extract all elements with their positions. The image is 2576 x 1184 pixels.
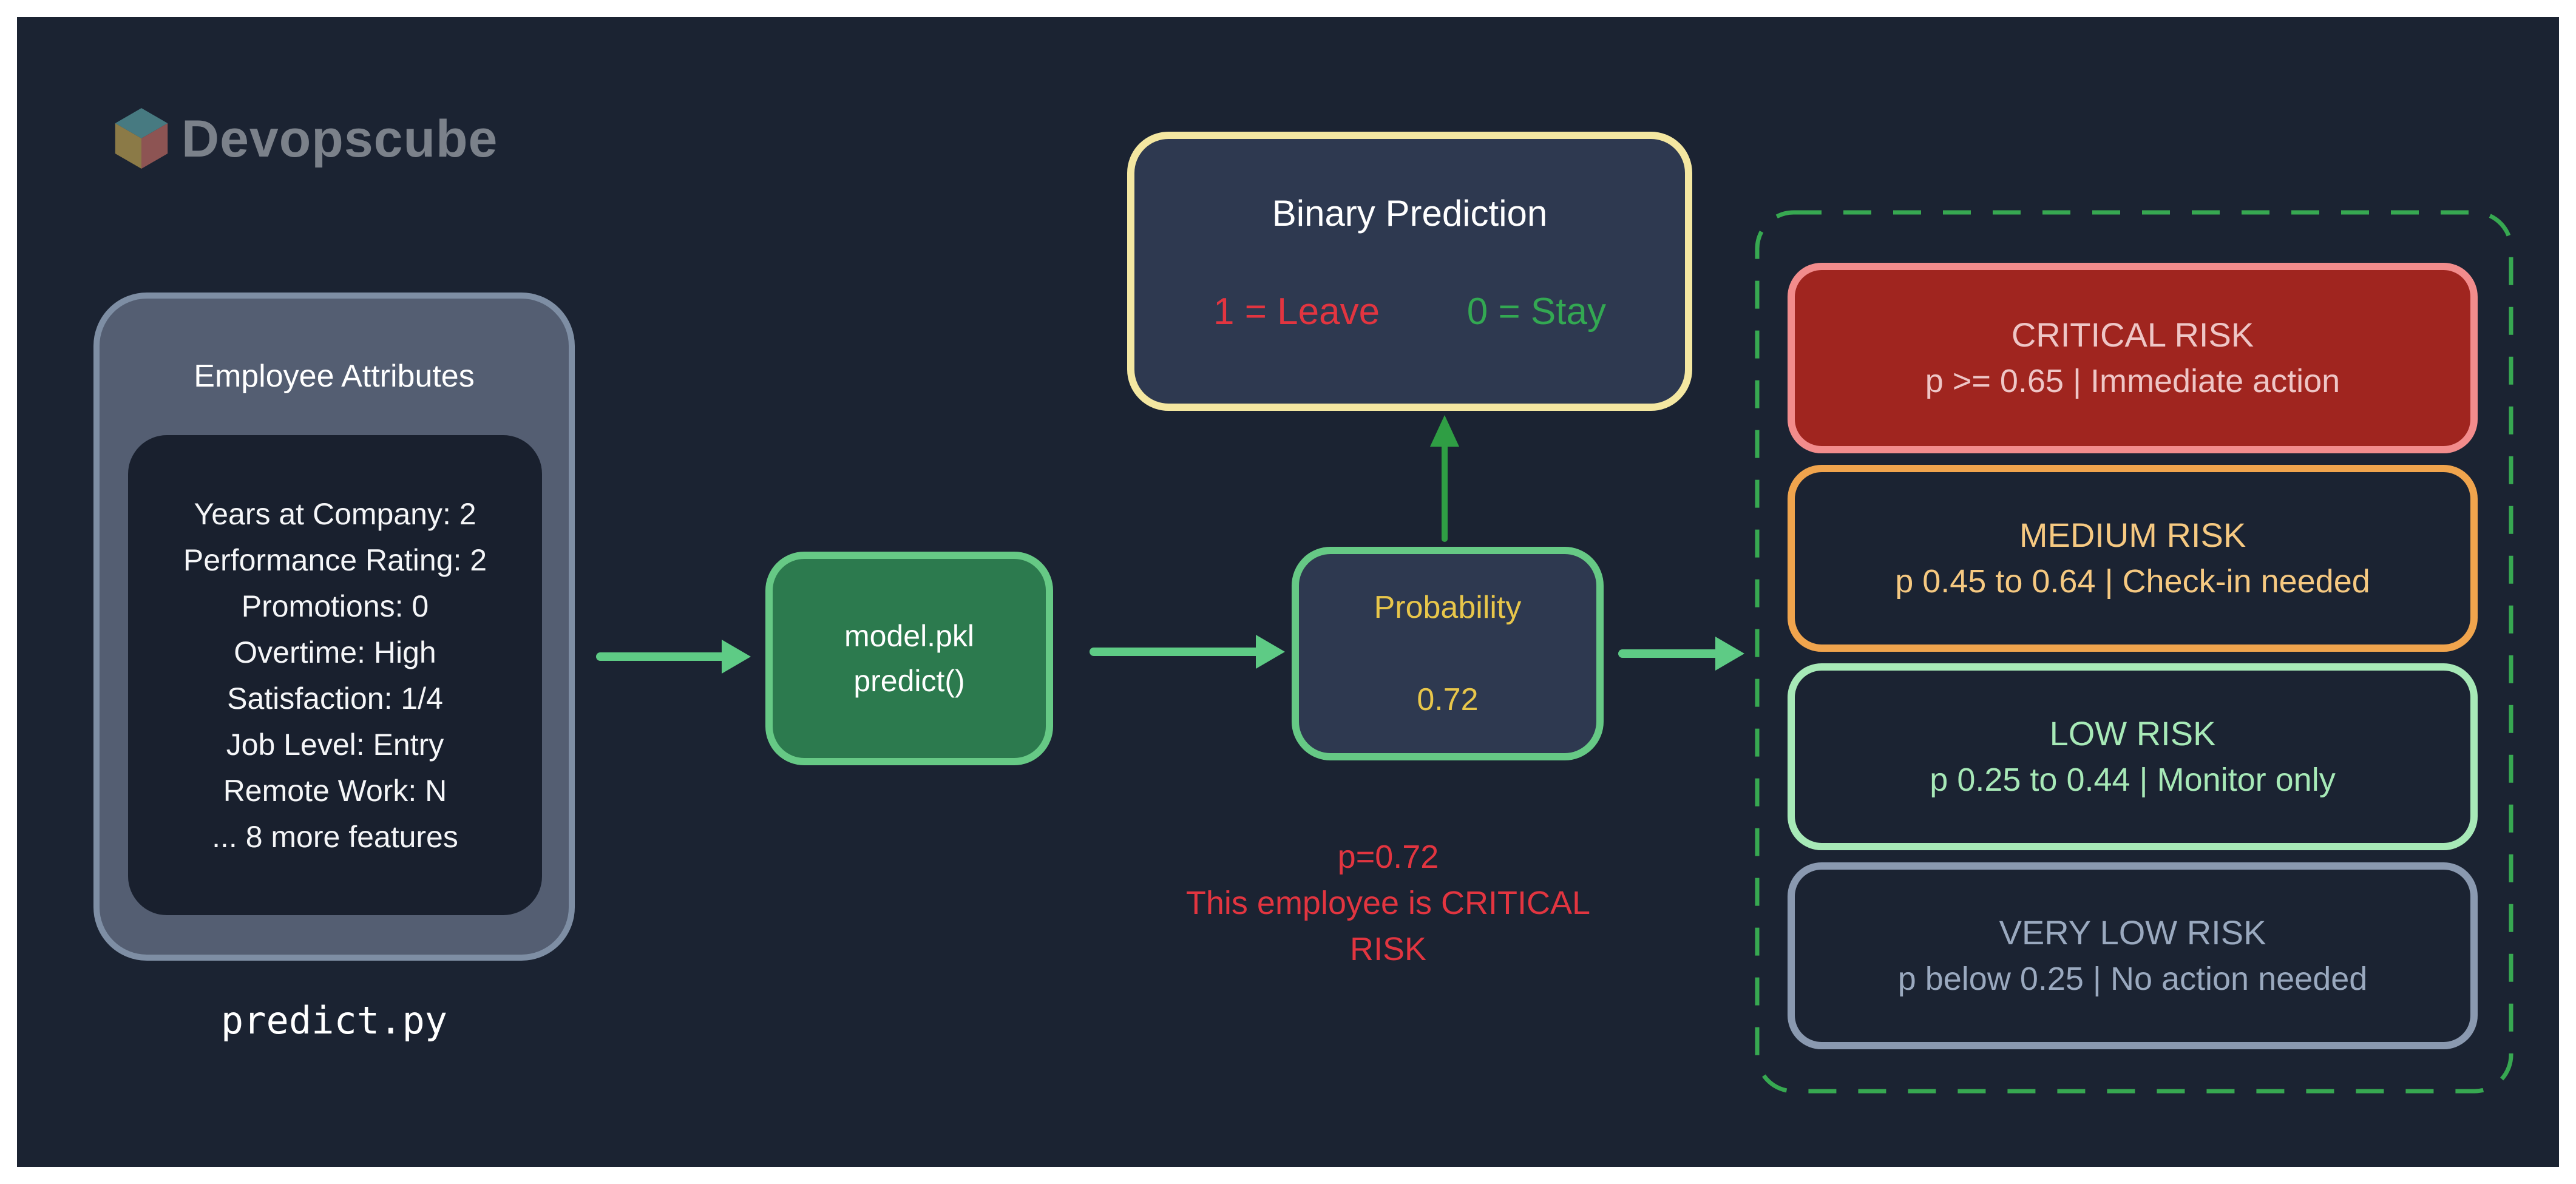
attribute-line: Job Level: Entry xyxy=(226,727,444,762)
risk-subtitle: p 0.25 to 0.44 | Monitor only xyxy=(1930,762,2336,798)
attribute-line: Satisfaction: 1/4 xyxy=(227,681,443,715)
annotation-verdict: This employee is CRITICAL RISK xyxy=(1185,885,1591,967)
model-box: model.pkl predict() xyxy=(765,552,1053,765)
arrow-head xyxy=(1430,415,1459,447)
arrow-head xyxy=(722,640,751,674)
stay-label: 0 = Stay xyxy=(1466,291,1606,333)
probability-box: Probability 0.72 xyxy=(1292,547,1604,760)
attribute-line: Performance Rating: 2 xyxy=(183,543,487,577)
model-method: predict() xyxy=(853,664,965,698)
risk-panel-dashed-border xyxy=(1755,210,2513,1094)
arrow-probability-to-binary-icon xyxy=(1428,415,1462,542)
risk-card-low: LOW RISK p 0.25 to 0.44 | Monitor only xyxy=(1788,663,2478,850)
risk-subtitle: p below 0.25 | No action needed xyxy=(1897,961,2368,997)
risk-card-very-low: VERY LOW RISK p below 0.25 | No action n… xyxy=(1788,862,2478,1049)
attribute-line: Remote Work: N xyxy=(223,773,447,808)
arrow-model-to-probability-icon xyxy=(1090,635,1285,669)
arrow-shaft xyxy=(1442,441,1448,542)
annotation-probability: p=0.72 xyxy=(1337,839,1439,875)
devopscube-logo: Devopscube xyxy=(112,107,498,171)
logo-brand-text: Devopscube xyxy=(181,109,498,168)
result-annotation: p=0.72 This employee is CRITICAL RISK xyxy=(1145,834,1631,972)
model-filename: model.pkl xyxy=(844,619,974,653)
binary-prediction-title: Binary Prediction xyxy=(1272,193,1548,234)
binary-prediction-box: Binary Prediction 1 = Leave 0 = Stay xyxy=(1127,132,1692,411)
binary-prediction-values: 1 = Leave 0 = Stay xyxy=(1134,291,1685,333)
risk-title: MEDIUM RISK xyxy=(2019,516,2246,554)
attribute-line: Overtime: High xyxy=(234,635,436,669)
attribute-line: Promotions: 0 xyxy=(241,589,429,623)
arrow-shaft xyxy=(596,652,727,661)
arrow-shaft xyxy=(1618,649,1720,658)
attribute-line: ... 8 more features xyxy=(212,819,458,854)
risk-subtitle: p 0.45 to 0.64 | Check-in needed xyxy=(1895,563,2370,600)
risk-card-medium: MEDIUM RISK p 0.45 to 0.64 | Check-in ne… xyxy=(1788,465,2478,652)
risk-card-critical: CRITICAL RISK p >= 0.65 | Immediate acti… xyxy=(1788,263,2478,453)
arrow-input-to-model-icon xyxy=(596,640,751,674)
risk-title: VERY LOW RISK xyxy=(1999,913,2266,952)
probability-value: 0.72 xyxy=(1417,682,1479,717)
devopscube-cube-icon xyxy=(115,108,168,169)
leave-label: 1 = Leave xyxy=(1213,291,1380,333)
predict-py-caption: predict.py xyxy=(220,998,448,1043)
employee-attributes-title: Employee Attributes xyxy=(194,359,475,394)
risk-title: CRITICAL RISK xyxy=(2011,316,2254,354)
arrow-head xyxy=(1256,635,1285,669)
employee-attributes-list: Years at Company: 2 Performance Rating: … xyxy=(128,435,542,915)
probability-title: Probability xyxy=(1374,590,1522,625)
arrow-shaft xyxy=(1090,648,1261,656)
risk-subtitle: p >= 0.65 | Immediate action xyxy=(1925,363,2340,399)
arrow-probability-to-risk-panel-icon xyxy=(1618,637,1744,671)
attribute-line: Years at Company: 2 xyxy=(194,496,476,531)
arrow-head xyxy=(1715,637,1744,671)
risk-title: LOW RISK xyxy=(2049,714,2216,753)
